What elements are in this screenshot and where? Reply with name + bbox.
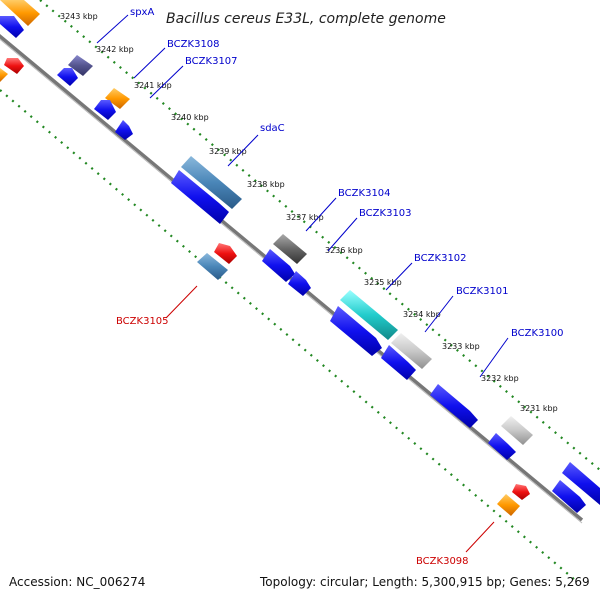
gene-feature-BCZK3104[interactable] (273, 234, 307, 264)
gene-label[interactable]: BCZK3101 (456, 286, 509, 297)
cds-arrow[interactable] (488, 433, 516, 460)
pseudogene-marker[interactable] (214, 243, 237, 264)
cds-arrow[interactable] (330, 306, 382, 356)
gene-label[interactable]: BCZK3108 (167, 39, 220, 50)
gene-feature-BCZK3100[interactable] (501, 416, 533, 445)
cds-arrow[interactable] (562, 462, 600, 505)
tick-label: 3232 kbp (481, 374, 519, 383)
gene-labels: spxA BCZK3108 BCZK3107 sdaC BCZK3104 BCZ… (116, 7, 564, 567)
tick-label: 3234 kbp (403, 310, 441, 319)
map-title: Bacillus cereus E33L, complete genome (166, 11, 446, 27)
pseudogene-track (0, 58, 530, 500)
gene-label[interactable]: spxA (130, 7, 154, 18)
tick-label: 3236 kbp (325, 246, 363, 255)
outer-tick-track (39, 0, 600, 471)
gene-feature-BCZK3098[interactable] (497, 494, 520, 516)
cds-arrow[interactable] (171, 170, 229, 224)
inner-tick-track (0, 89, 576, 581)
tick-label: 3237 kbp (286, 213, 324, 222)
gene-feature-BCZK3102[interactable] (340, 290, 398, 340)
tick-label: 3231 kbp (520, 404, 558, 413)
gene-label[interactable]: BCZK3100 (511, 328, 564, 339)
gene-label[interactable]: BCZK3104 (338, 188, 391, 199)
accession-text: Accession: NC_006274 (9, 575, 145, 589)
tick-label: 3233 kbp (442, 342, 480, 351)
gene-feature-BCZK3108[interactable] (105, 88, 130, 109)
tick-label: 3243 kbp (60, 12, 98, 21)
gene-feature-spxA[interactable] (68, 55, 93, 76)
pseudogene-marker[interactable] (512, 484, 530, 500)
cds-arrow[interactable] (115, 120, 133, 140)
cds-arrow[interactable] (288, 271, 311, 296)
gene-feature-sdaC[interactable] (181, 156, 242, 209)
gene-label[interactable]: BCZK3098 (416, 556, 469, 567)
cds-arrow[interactable] (0, 16, 24, 38)
tick-label: 3239 kbp (209, 147, 247, 156)
outer-feature-track (0, 0, 533, 516)
tick-label: 3241 kbp (134, 81, 172, 90)
pseudogene-marker[interactable] (4, 58, 24, 74)
cds-arrow[interactable] (430, 384, 478, 428)
pseudogene-marker[interactable] (0, 68, 8, 82)
label-leaders (96, 14, 509, 553)
tick-label: 3235 kbp (364, 278, 402, 287)
gene-label[interactable]: BCZK3103 (359, 208, 412, 219)
cds-arrow[interactable] (552, 480, 586, 513)
gene-label[interactable]: sdaC (260, 123, 285, 134)
cds-arrow[interactable] (57, 68, 78, 86)
tick-label: 3238 kbp (247, 180, 285, 189)
cds-arrow[interactable] (94, 100, 116, 120)
cds-arrow[interactable] (262, 249, 295, 282)
genome-summary-text: Topology: circular; Length: 5,300,915 bp… (259, 575, 590, 589)
gene-feature-orange[interactable] (0, 0, 40, 26)
tick-label: 3240 kbp (171, 113, 209, 122)
tick-label: 3242 kbp (96, 45, 134, 54)
cds-arrow-track (0, 16, 600, 513)
cds-arrow[interactable] (381, 345, 416, 380)
gene-feature-BCZK3101[interactable] (391, 333, 432, 369)
gene-feature-BCZK3105[interactable] (197, 253, 228, 280)
tick-labels: 3243 kbp 3242 kbp 3241 kbp 3240 kbp 3239… (60, 12, 558, 413)
gene-label[interactable]: BCZK3105 (116, 316, 169, 327)
gene-label[interactable]: BCZK3107 (185, 56, 238, 67)
gene-label[interactable]: BCZK3102 (414, 253, 467, 264)
